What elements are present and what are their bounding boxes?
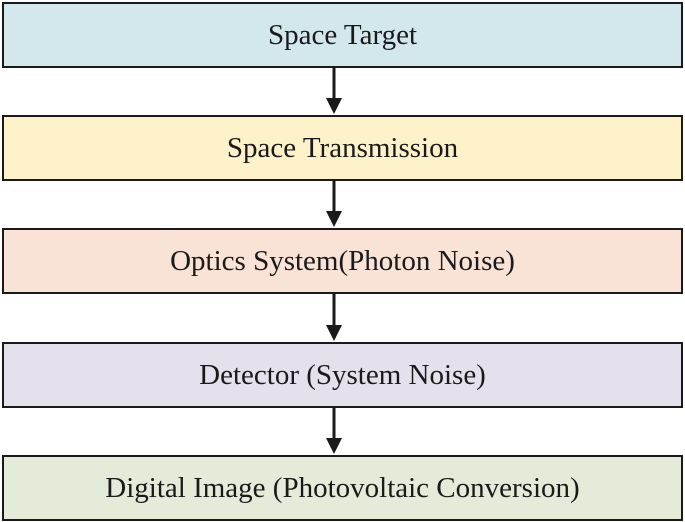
step-box-space-transmission: Space Transmission (2, 115, 683, 181)
step-label: Space Transmission (226, 131, 459, 164)
arrow-2 (326, 181, 342, 227)
step-label: Space Target (267, 18, 418, 51)
step-box-detector: Detector (System Noise) (2, 342, 683, 408)
arrow-3 (326, 294, 342, 341)
step-label: Detector (System Noise) (199, 358, 486, 391)
step-box-space-target: Space Target (2, 2, 683, 68)
step-label: Optics System(Photon Noise) (170, 244, 515, 277)
arrow-4 (326, 408, 342, 454)
step-label: Digital Image (Photovoltaic Conversion) (105, 471, 580, 504)
step-box-optics-system: Optics System(Photon Noise) (2, 228, 683, 294)
arrow-1 (326, 68, 342, 114)
step-box-digital-image: Digital Image (Photovoltaic Conversion) (2, 455, 683, 521)
